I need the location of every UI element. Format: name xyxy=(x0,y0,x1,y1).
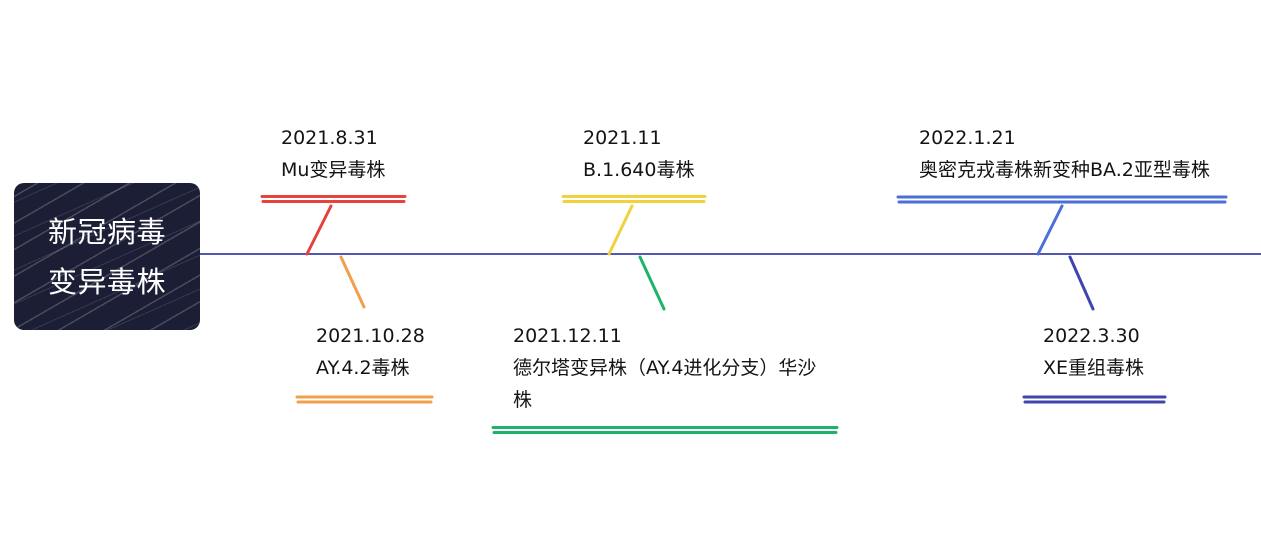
event-2021-10-28: 2021.10.28 AY.4.2毒株 xyxy=(316,320,425,384)
event-connector xyxy=(638,255,666,311)
event-label: Mu变异毒株 xyxy=(281,159,386,181)
event-label: 奥密克戎毒株新变种BA.2亚型毒株 xyxy=(919,159,1210,181)
event-2021-12-11: 2021.12.11 德尔塔变异株（AY.4进化分支）华沙株 xyxy=(513,320,831,416)
event-marker-2022-3-30 xyxy=(1022,255,1167,404)
title-box: 新冠病毒 变异毒株 xyxy=(14,183,200,330)
event-date: 2021.10.28 xyxy=(316,325,425,347)
event-2021-8-31: 2021.8.31 Mu变异毒株 xyxy=(281,122,385,186)
event-2022-3-30: 2022.3.30 XE重组毒株 xyxy=(1043,320,1144,384)
event-label: 德尔塔变异株（AY.4进化分支）华沙株 xyxy=(513,357,817,411)
event-2021-11: 2021.11 B.1.640毒株 xyxy=(583,122,694,186)
title-line-2: 变异毒株 xyxy=(47,264,166,299)
event-connector xyxy=(607,204,634,256)
event-marker-2021-12-11 xyxy=(491,255,839,434)
event-date: 2022.3.30 xyxy=(1043,325,1140,347)
event-date: 2021.12.11 xyxy=(513,325,622,347)
event-label: XE重组毒株 xyxy=(1043,357,1145,379)
event-marker-2021-11 xyxy=(561,195,707,256)
title-line-1: 新冠病毒 xyxy=(47,214,166,249)
event-label: AY.4.2毒株 xyxy=(316,357,410,379)
event-marker-2021-8-31 xyxy=(260,195,407,256)
event-marker-2021-10-28 xyxy=(295,255,434,404)
event-date: 2021.8.31 xyxy=(281,127,378,149)
event-date: 2022.1.21 xyxy=(919,127,1016,149)
event-connector xyxy=(1068,255,1095,311)
event-connector xyxy=(339,255,366,309)
event-marker-2022-1-21 xyxy=(896,195,1228,256)
event-connector xyxy=(305,204,333,256)
event-connector xyxy=(1036,204,1064,256)
event-date: 2021.11 xyxy=(583,127,662,149)
event-2022-1-21: 2022.1.21 奥密克戎毒株新变种BA.2亚型毒株 xyxy=(919,122,1210,186)
event-label: B.1.640毒株 xyxy=(583,159,695,181)
